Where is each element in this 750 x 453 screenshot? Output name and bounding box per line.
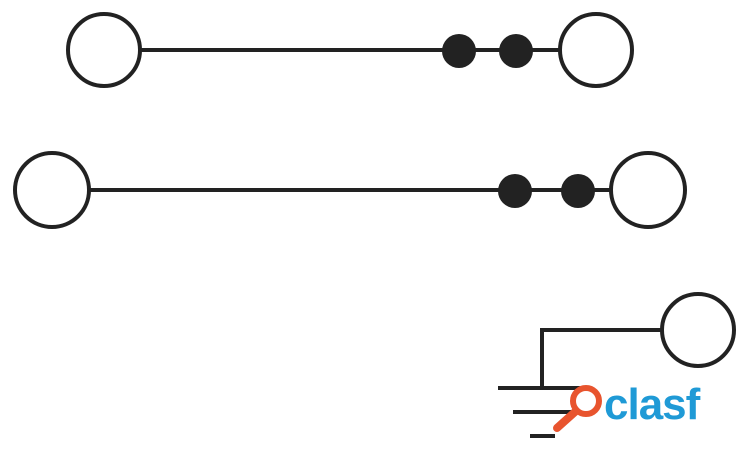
row-2-left-terminal: [13, 151, 91, 229]
watermark-text: clasf: [604, 380, 701, 429]
ground-terminal: [660, 292, 736, 368]
row-2-bridge-dot-1: [498, 174, 532, 208]
row-1-bridge-dot-2: [499, 34, 533, 68]
row-2-bridge-dot-2: [561, 174, 595, 208]
ground-row: [498, 292, 736, 438]
magnifier-icon: [553, 385, 602, 432]
row-1-right-terminal: [558, 12, 634, 88]
row-1-left-terminal: [66, 12, 142, 88]
ground-icon: [498, 386, 584, 438]
row-1-bridge-dot-1: [442, 34, 476, 68]
watermark: clasf: [553, 380, 702, 432]
row-2-right-terminal: [609, 151, 687, 229]
terminal-row-2: [13, 151, 687, 229]
ground-conductor: [540, 328, 662, 386]
terminal-row-1: [66, 12, 634, 88]
